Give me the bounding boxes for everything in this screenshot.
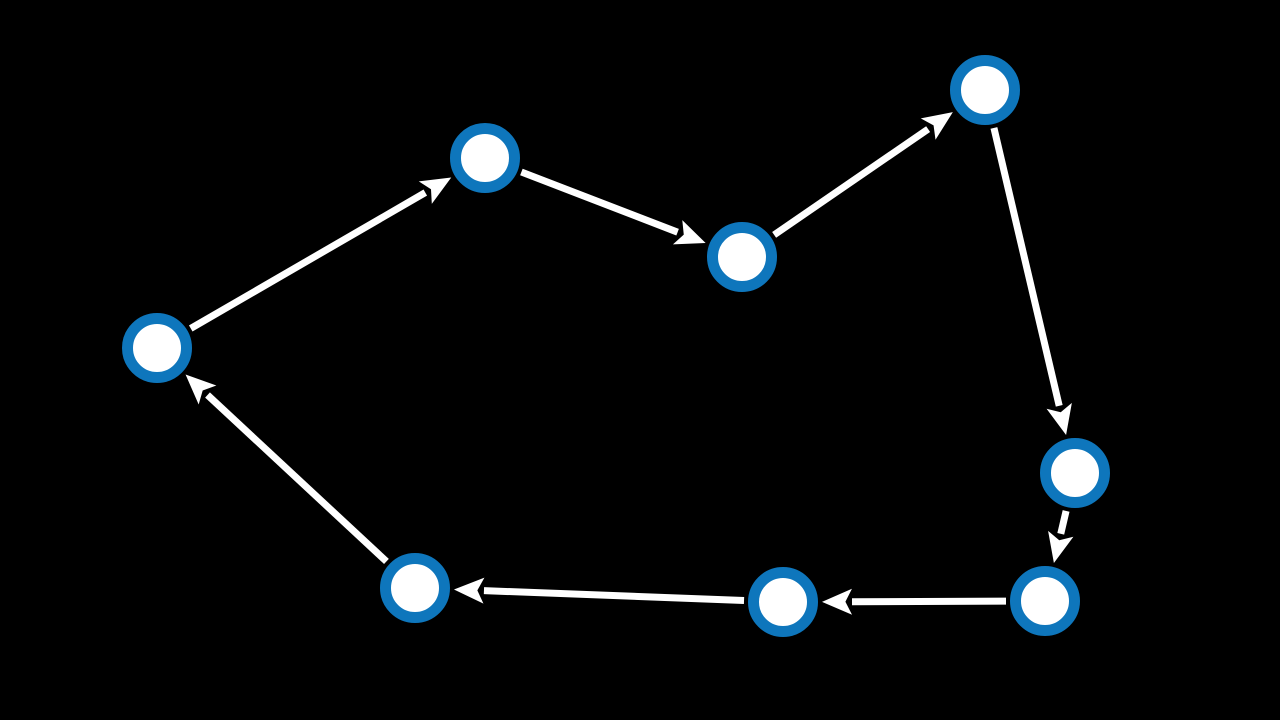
graph-node[interactable] xyxy=(450,123,520,193)
edge-shaft xyxy=(851,597,1007,606)
arrowhead-icon xyxy=(453,577,485,604)
edge-shaft xyxy=(188,189,428,332)
node-ring xyxy=(748,567,818,637)
graph-edge[interactable] xyxy=(772,112,953,238)
arrowhead-icon xyxy=(672,220,706,245)
node-ring xyxy=(1040,438,1110,508)
graph-node[interactable] xyxy=(122,313,192,383)
edge-shaft xyxy=(483,587,745,605)
graph-node[interactable] xyxy=(707,222,777,292)
graph-node[interactable] xyxy=(380,553,450,623)
graph-edge[interactable] xyxy=(822,588,1007,615)
edge-shaft xyxy=(520,168,679,236)
node-fill xyxy=(1015,571,1075,631)
node-ring xyxy=(380,553,450,623)
node-fill xyxy=(385,558,445,618)
graph-node[interactable] xyxy=(950,55,1020,125)
graph-node[interactable] xyxy=(748,567,818,637)
edge-shaft xyxy=(772,126,931,238)
arrowhead-icon xyxy=(185,374,217,405)
node-fill xyxy=(955,60,1015,120)
edge-shaft xyxy=(990,127,1063,407)
graph-node[interactable] xyxy=(1040,438,1110,508)
arrowhead-icon xyxy=(1046,402,1072,436)
node-fill xyxy=(712,227,772,287)
graph-edge[interactable] xyxy=(185,374,389,565)
graph-edge[interactable] xyxy=(990,127,1072,436)
arrowhead-icon xyxy=(1048,530,1074,564)
graph-edge[interactable] xyxy=(1048,510,1074,564)
arrowhead-icon xyxy=(822,588,853,615)
node-ring xyxy=(707,222,777,292)
node-ring xyxy=(122,313,192,383)
node-fill xyxy=(127,318,187,378)
node-fill xyxy=(1045,443,1105,503)
node-fill xyxy=(455,128,515,188)
arrowhead-icon xyxy=(920,112,953,140)
node-fill xyxy=(753,572,813,632)
graph-edge[interactable] xyxy=(453,577,745,605)
node-ring xyxy=(450,123,520,193)
arrowhead-icon xyxy=(418,177,452,204)
edge-layer xyxy=(185,112,1074,615)
node-layer xyxy=(122,55,1110,637)
graph-node[interactable] xyxy=(1010,566,1080,636)
edge-shaft xyxy=(205,392,389,565)
node-ring xyxy=(950,55,1020,125)
edge-shaft xyxy=(1057,510,1070,535)
graph-edge[interactable] xyxy=(188,177,452,332)
graph-edge[interactable] xyxy=(520,168,706,245)
node-ring xyxy=(1010,566,1080,636)
